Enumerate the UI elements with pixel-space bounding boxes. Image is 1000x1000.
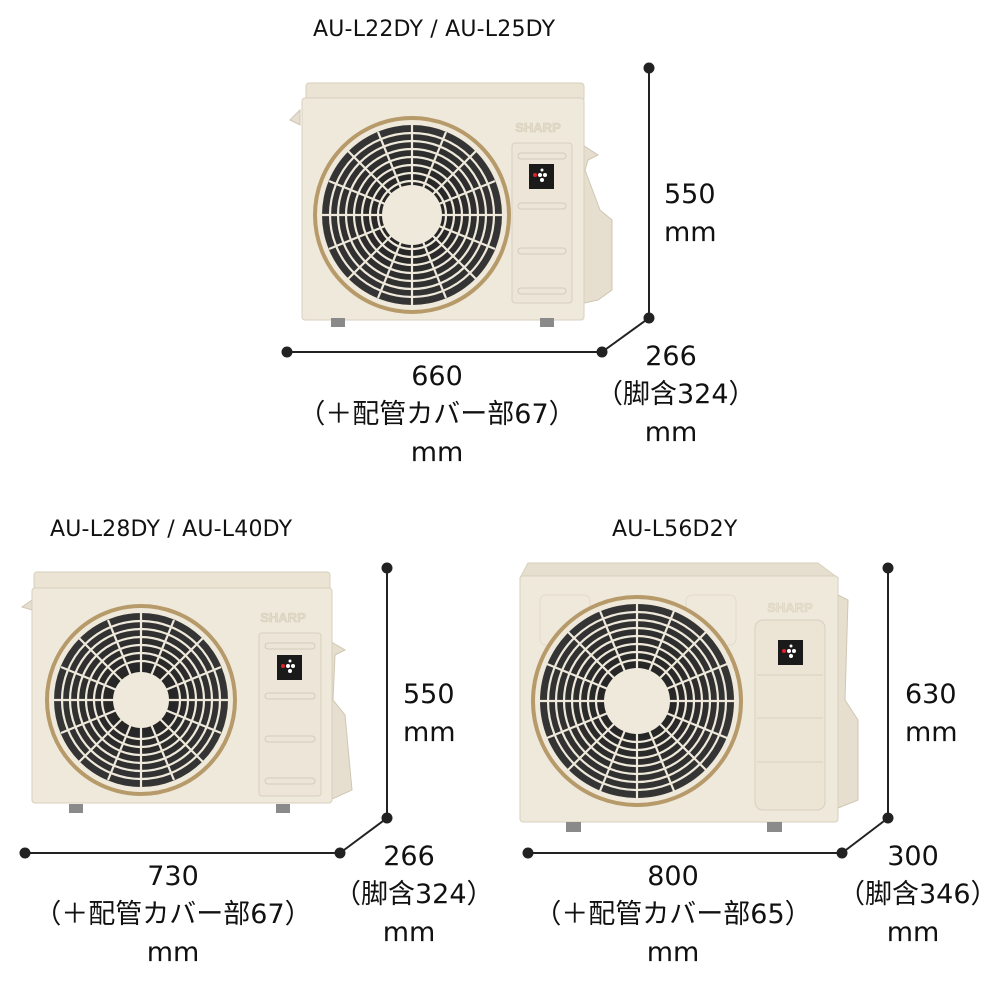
unit2-dimension-lines xyxy=(19,562,393,859)
unit1-width-label: 660 （＋配管カバー部67） mm xyxy=(282,358,592,472)
unit1-dimension-lines xyxy=(281,62,655,358)
unit1-height-unit: mm xyxy=(664,217,717,248)
svg-text:SHARP: SHARP xyxy=(515,120,561,135)
unit2-depth-label: 266 （脚含324） mm xyxy=(334,838,494,952)
unit2-model-title: AU-L28DY / AU-L40DY xyxy=(50,517,293,542)
unit1-height-label: 550 mm xyxy=(664,176,717,252)
unit3-width-note: （＋配管カバー部65） xyxy=(534,899,812,930)
unit1-depth-label: 266 （脚含324） mm xyxy=(596,338,756,452)
unit2-height-value: 550 xyxy=(403,679,455,710)
unit1-width-value: 660 xyxy=(411,361,463,392)
unit3-body: SHARP xyxy=(519,562,859,832)
unit3-depth-unit: mm xyxy=(886,917,940,948)
unit1-width-unit: mm xyxy=(410,437,464,468)
unit2-width-value: 730 xyxy=(147,861,199,892)
unit2-width-unit: mm xyxy=(146,937,200,968)
unit2-body: SHARP xyxy=(20,571,353,813)
unit2-depth-value: 266 xyxy=(383,841,435,872)
unit3-model-title: AU-L56D2Y xyxy=(612,517,738,542)
unit1-model-title: AU-L22DY / AU-L25DY xyxy=(313,17,556,42)
unit2-height-label: 550 mm xyxy=(403,676,456,752)
unit2-depth-unit: mm xyxy=(382,917,436,948)
unit1-depth-value: 266 xyxy=(645,341,697,372)
unit3-width-unit: mm xyxy=(646,937,700,968)
unit3-width-label: 800 （＋配管カバー部65） mm xyxy=(518,858,828,972)
unit3-width-value: 800 xyxy=(647,861,699,892)
unit2-height-unit: mm xyxy=(403,717,456,748)
unit3-height-unit: mm xyxy=(905,717,958,748)
unit3-depth-value: 300 xyxy=(887,841,939,872)
unit3-dimension-lines xyxy=(522,562,894,859)
unit3-height-label: 630 mm xyxy=(905,676,958,752)
unit2-width-label: 730 （＋配管カバー部67） mm xyxy=(18,858,328,972)
unit1-body: SHARP xyxy=(289,82,613,327)
unit1-depth-unit: mm xyxy=(644,417,698,448)
unit2-depth-note: （脚含324） xyxy=(334,879,494,910)
unit2-width-note: （＋配管カバー部67） xyxy=(34,899,312,930)
unit1-depth-note: （脚含324） xyxy=(596,379,756,410)
unit3-depth-label: 300 （脚含346） mm xyxy=(838,838,998,952)
unit1-height-value: 550 xyxy=(664,179,716,210)
svg-text:SHARP: SHARP xyxy=(260,610,306,625)
unit3-depth-note: （脚含346） xyxy=(838,879,998,910)
svg-text:SHARP: SHARP xyxy=(767,600,813,615)
unit1-width-note: （＋配管カバー部67） xyxy=(298,399,576,430)
unit3-height-value: 630 xyxy=(905,679,957,710)
